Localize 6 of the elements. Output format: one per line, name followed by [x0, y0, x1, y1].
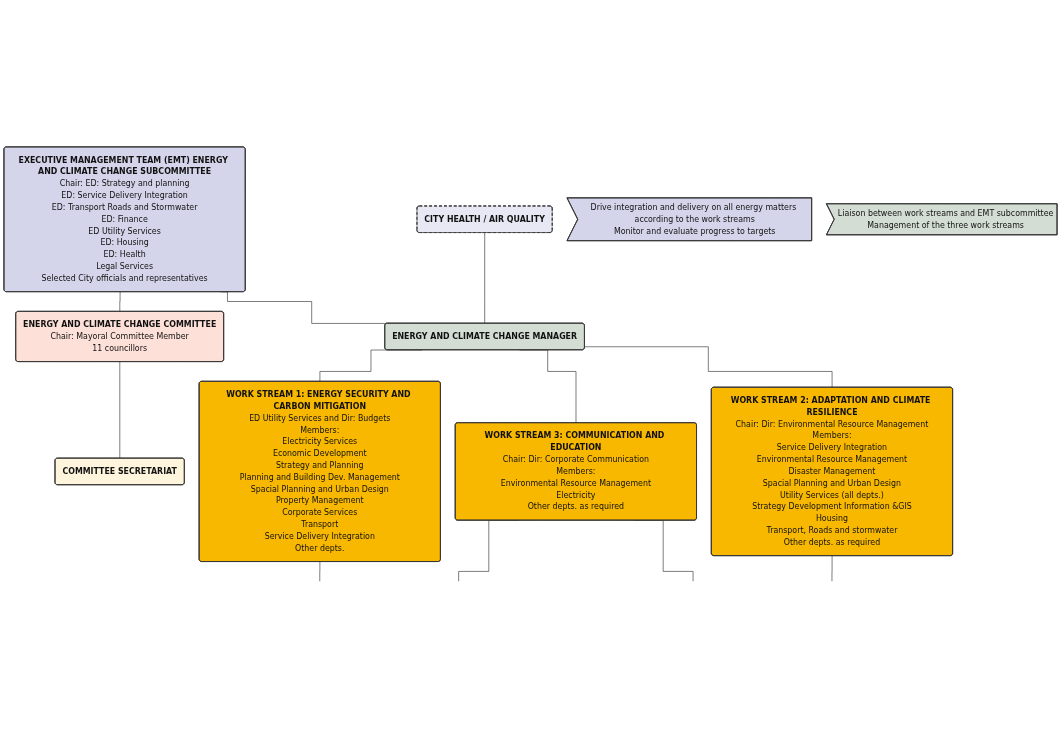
- connector: [484, 232, 486, 324]
- connector: [119, 361, 121, 459]
- connector: [831, 555, 833, 582]
- connector: [584, 346, 833, 388]
- connector: [319, 561, 321, 582]
- connector: [119, 291, 121, 312]
